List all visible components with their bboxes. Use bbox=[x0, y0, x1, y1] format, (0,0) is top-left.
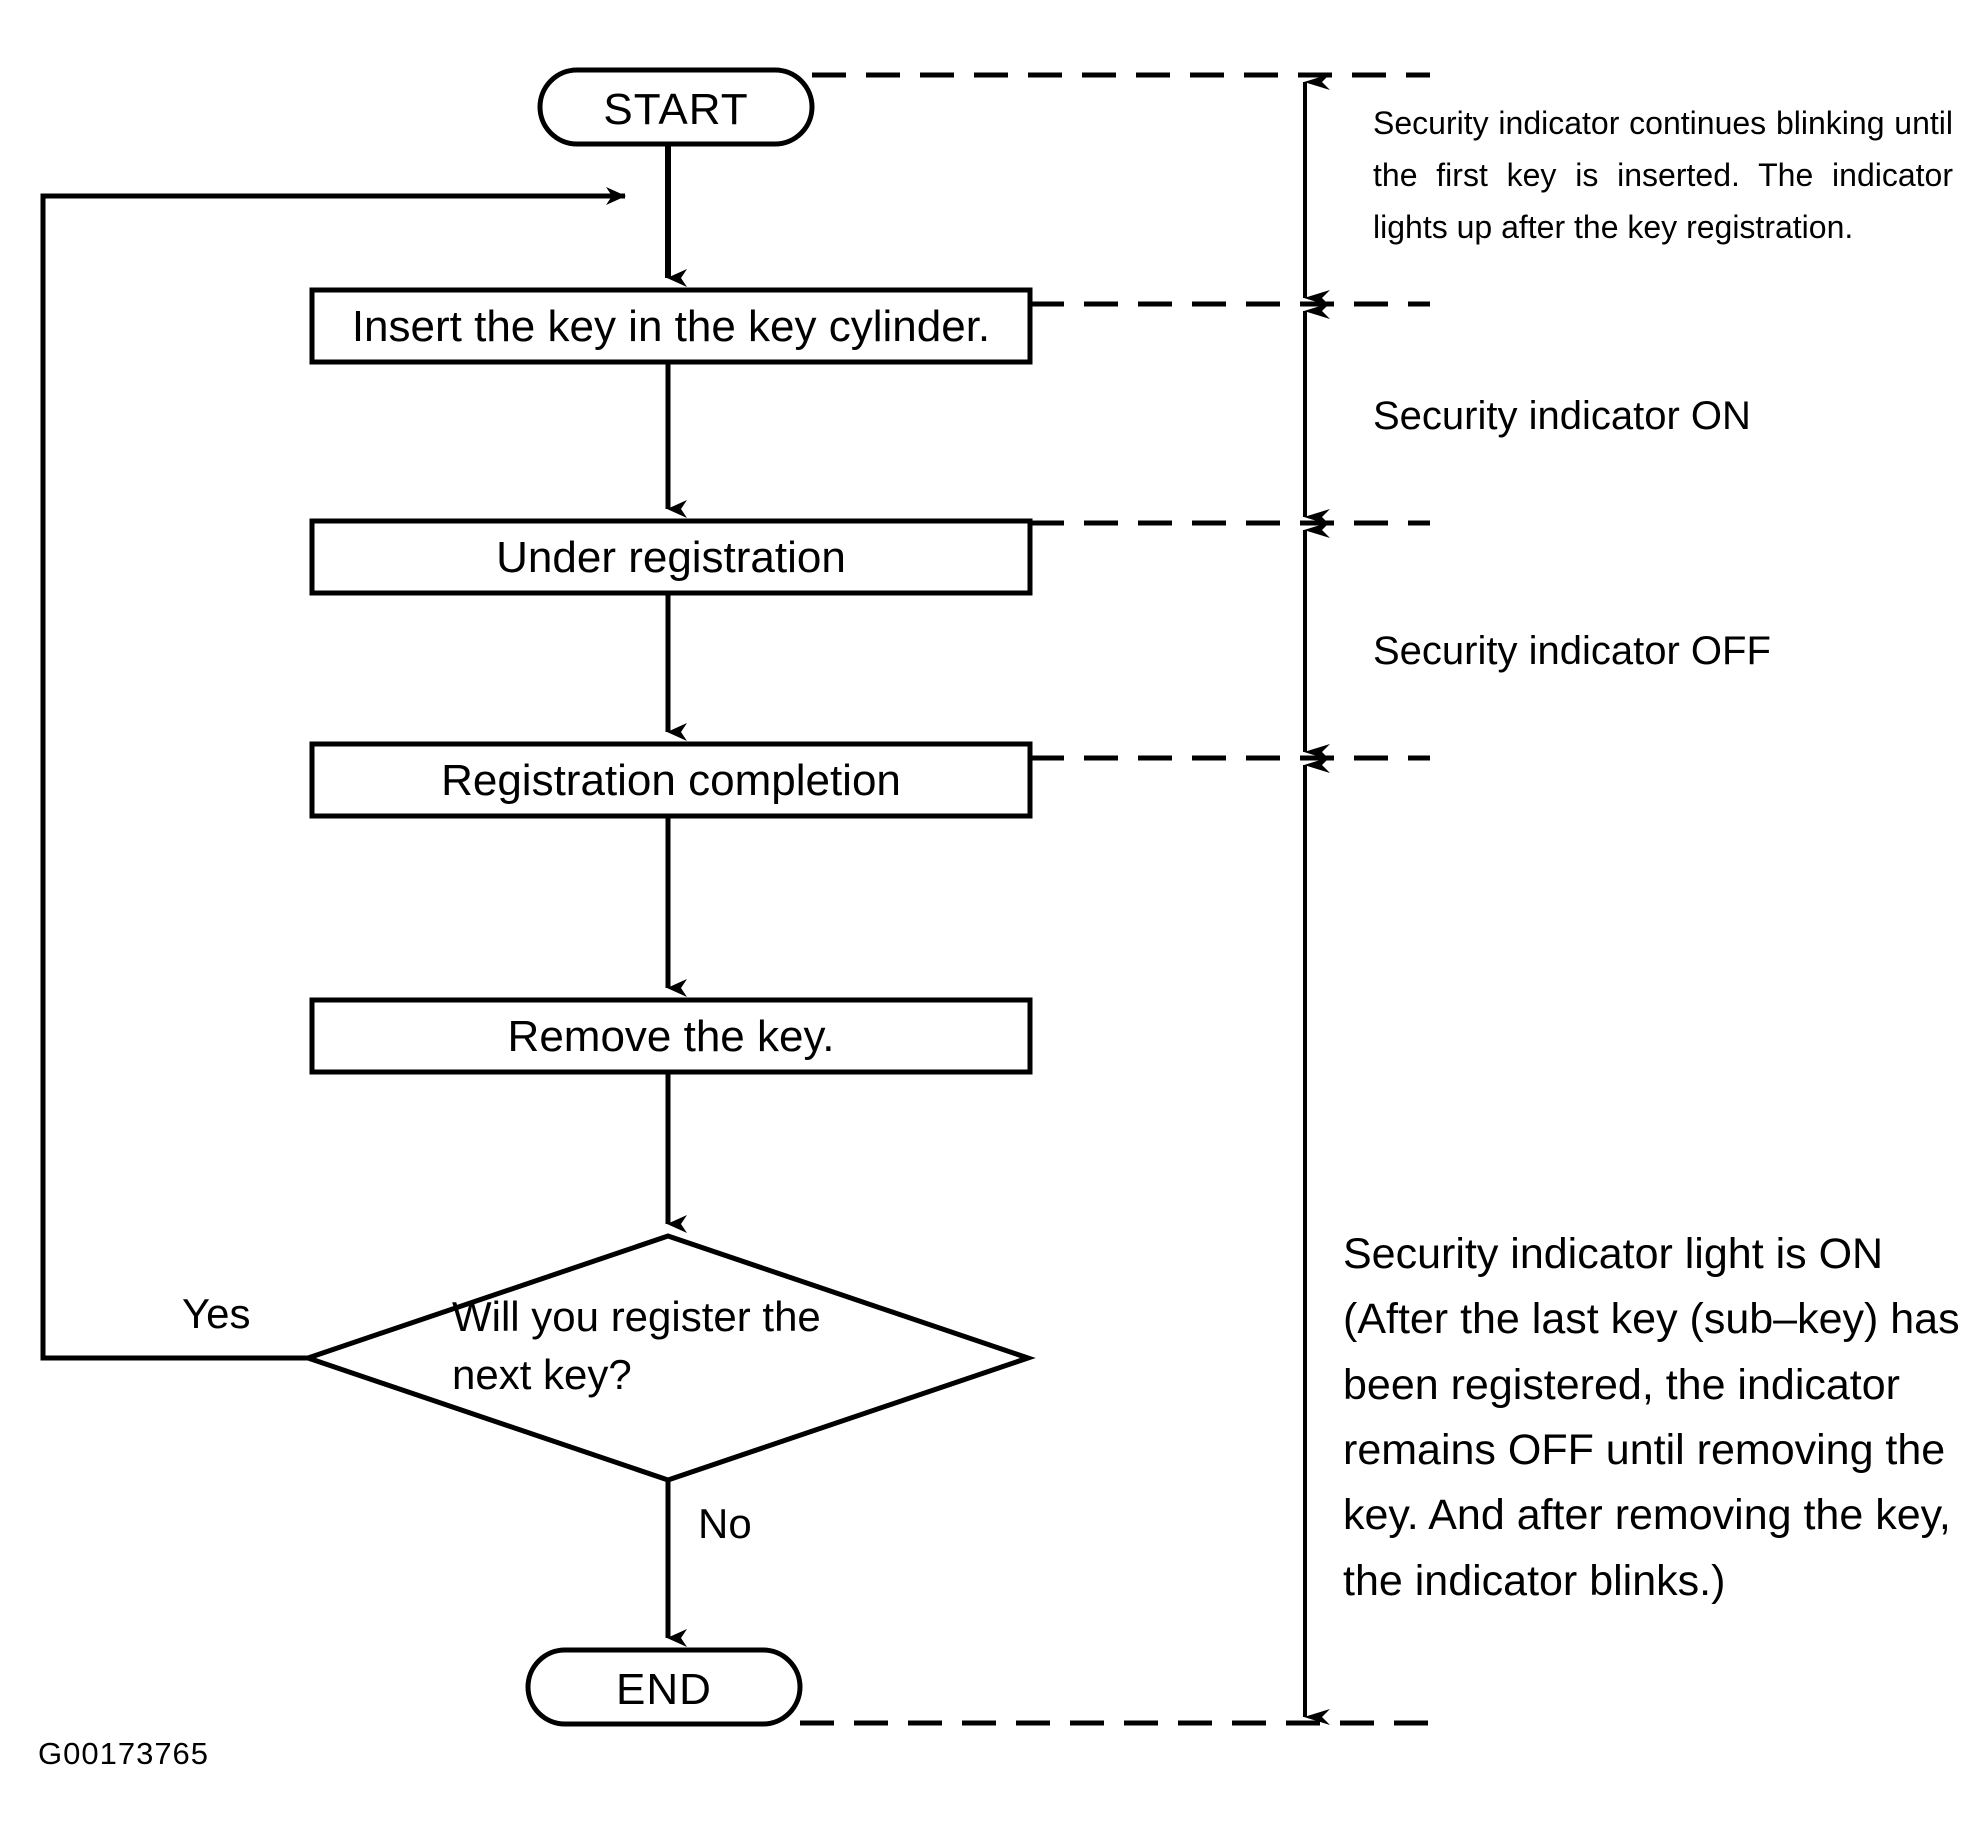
annotation-detail-line-6: the indicator blinks.) bbox=[1343, 1556, 1726, 1605]
annotation-detail-line-4: remains OFF until removing the bbox=[1343, 1426, 1946, 1475]
decision-diamond-shape bbox=[300, 1233, 1036, 1483]
process-box-registration-completion bbox=[309, 741, 1033, 819]
annotation-detail-line-3: been registered, the indicator bbox=[1343, 1360, 1900, 1409]
annotation-detail-line-1: Security indicator light is ON bbox=[1343, 1230, 1884, 1278]
figure-id-label: G00173765 bbox=[38, 1736, 210, 1771]
annotation-blinking-note: Security indicator continues blinking un… bbox=[1373, 105, 1953, 245]
annotation-detail-line-5: key. And after removing the key, bbox=[1343, 1491, 1951, 1540]
branch-label-no: No bbox=[698, 1500, 752, 1547]
annotation-indicator-off: Security indicator OFF bbox=[1373, 629, 1771, 673]
end-node-shape bbox=[525, 1647, 803, 1727]
branch-label-yes: Yes bbox=[182, 1290, 251, 1337]
annotation-indicator-on-detail: Security indicator light is ON (After th… bbox=[1343, 1222, 1963, 1614]
process-box-remove-key bbox=[309, 997, 1033, 1075]
annotation-detail-line-2: (After the last key (sub–key) has bbox=[1343, 1295, 1960, 1344]
annotation-indicator-on: Security indicator ON bbox=[1373, 394, 1751, 438]
process-box-insert-key bbox=[309, 287, 1033, 365]
connector-yes-feedback-loop bbox=[40, 187, 626, 1361]
start-node-shape bbox=[537, 67, 815, 147]
process-box-under-registration bbox=[309, 518, 1033, 596]
